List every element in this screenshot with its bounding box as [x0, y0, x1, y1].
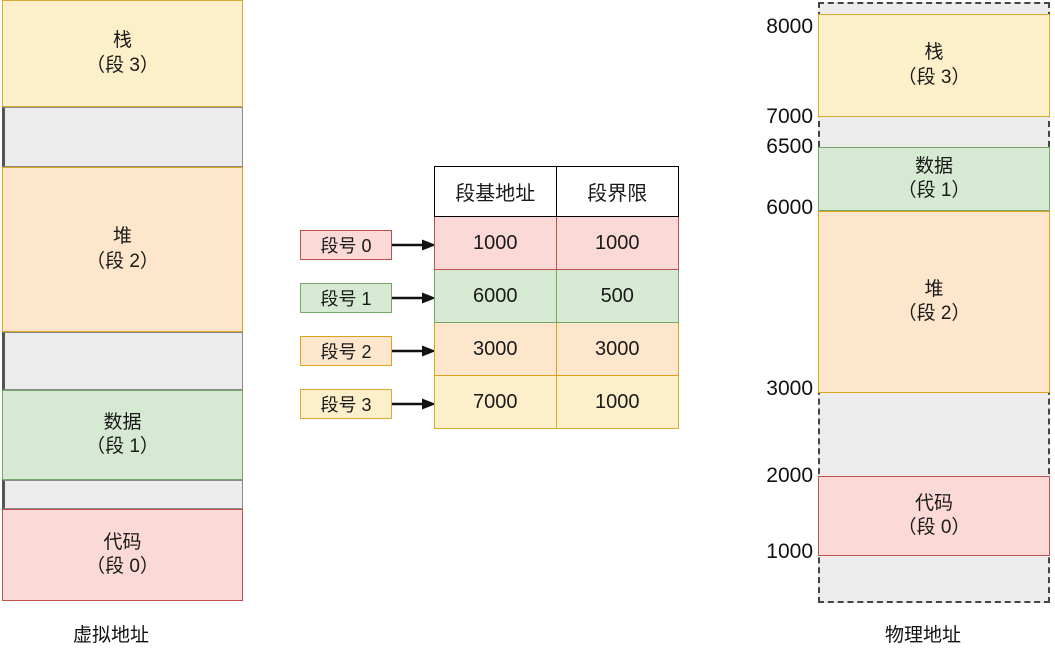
- cell-base-2: 3000: [434, 323, 557, 376]
- table-row: 7000 1000: [434, 376, 679, 429]
- physical-block-stack-title: 栈: [924, 42, 944, 64]
- virtual-block-code-title: 代码: [103, 531, 142, 553]
- cell-base-1: 6000: [434, 270, 557, 323]
- physical-block-stack-subtitle: （段 3）: [897, 66, 971, 88]
- table-row: 1000 1000: [434, 217, 679, 270]
- physical-block-code-subtitle: （段 0）: [897, 517, 971, 538]
- cell-base-0: 1000: [434, 217, 557, 270]
- virtual-block-stack-subtitle: （段 3）: [86, 54, 159, 76]
- physical-block-data-subtitle: （段 1）: [897, 180, 971, 201]
- axis-label-7000: 7000: [766, 105, 813, 128]
- arrow-selector-1: [392, 292, 436, 304]
- virtual-block-heap: 堆 （段 2）: [2, 167, 243, 332]
- virtual-block-data: 数据 （段 1）: [2, 390, 243, 480]
- cell-base-3: 7000: [434, 376, 557, 429]
- segment-selector-3-label: 段号 3: [320, 395, 372, 415]
- physical-block-heap-title: 堆: [924, 278, 944, 300]
- header-limit: 段界限: [556, 166, 679, 217]
- physical-block-heap-subtitle: （段 2）: [897, 303, 971, 324]
- axis-label-8000: 8000: [766, 15, 813, 38]
- virtual-gap-3: [2, 480, 243, 509]
- segment-selector-3[interactable]: 段号 3: [300, 389, 392, 419]
- arrow-selector-3: [392, 398, 436, 410]
- physical-block-heap: 堆 （段 2）: [818, 211, 1050, 393]
- axis-label-2000: 2000: [766, 464, 813, 487]
- virtual-block-code-subtitle: （段 0）: [86, 556, 159, 577]
- segment-table-header-row: 段基地址 段界限: [434, 166, 679, 217]
- physical-block-data: 数据 （段 1）: [818, 147, 1050, 211]
- segment-selector-2[interactable]: 段号 2: [300, 336, 392, 366]
- cell-limit-2: 3000: [556, 323, 679, 376]
- physical-block-code-title: 代码: [914, 492, 953, 514]
- virtual-gap-2: [2, 332, 243, 390]
- virtual-address-caption: 虚拟地址: [73, 625, 150, 646]
- virtual-block-stack-title: 栈: [112, 30, 132, 52]
- virtual-block-data-subtitle: （段 1）: [86, 436, 159, 457]
- virtual-block-data-title: 数据: [103, 411, 142, 433]
- segment-selector-0-label: 段号 0: [320, 236, 372, 256]
- virtual-address-column: 栈 （段 3） 堆 （段 2） 数据 （段 1） 代码 （段 0）: [2, 0, 243, 601]
- arrow-selector-0: [392, 239, 436, 251]
- axis-label-6500: 6500: [766, 135, 813, 158]
- virtual-block-heap-subtitle: （段 2）: [86, 250, 159, 272]
- table-row: 3000 3000: [434, 323, 679, 376]
- virtual-block-code: 代码 （段 0）: [2, 509, 243, 601]
- virtual-block-stack: 栈 （段 3）: [2, 0, 243, 107]
- cell-limit-1: 500: [556, 270, 679, 323]
- axis-label-6000: 6000: [766, 196, 813, 219]
- physical-block-data-title: 数据: [914, 155, 953, 177]
- axis-label-1000: 1000: [766, 540, 813, 563]
- physical-block-stack: 栈 （段 3）: [818, 14, 1050, 117]
- segment-table: 段基地址 段界限 1000 1000 6000 500 3000 3000 70…: [434, 166, 679, 429]
- cell-limit-3: 1000: [556, 376, 679, 429]
- virtual-block-heap-title: 堆: [112, 226, 132, 248]
- table-row: 6000 500: [434, 270, 679, 323]
- cell-limit-0: 1000: [556, 217, 679, 270]
- physical-address-column: 栈 （段 3） 数据 （段 1） 堆 （段 2） 代码 （段 0）: [818, 2, 1050, 603]
- virtual-gap-1: [2, 107, 243, 167]
- axis-label-3000: 3000: [766, 377, 813, 400]
- physical-address-caption: 物理地址: [885, 625, 962, 646]
- segment-selector-1[interactable]: 段号 1: [300, 283, 392, 313]
- header-base-address: 段基地址: [434, 166, 557, 217]
- segment-selector-2-label: 段号 2: [320, 342, 372, 362]
- segment-selector-0[interactable]: 段号 0: [300, 230, 392, 260]
- physical-address-scale: 8000 7000 6500 6000 3000 2000 1000: [735, 0, 813, 601]
- physical-block-code: 代码 （段 0）: [818, 476, 1050, 556]
- arrow-selector-2: [392, 345, 436, 357]
- segment-selector-1-label: 段号 1: [320, 289, 372, 309]
